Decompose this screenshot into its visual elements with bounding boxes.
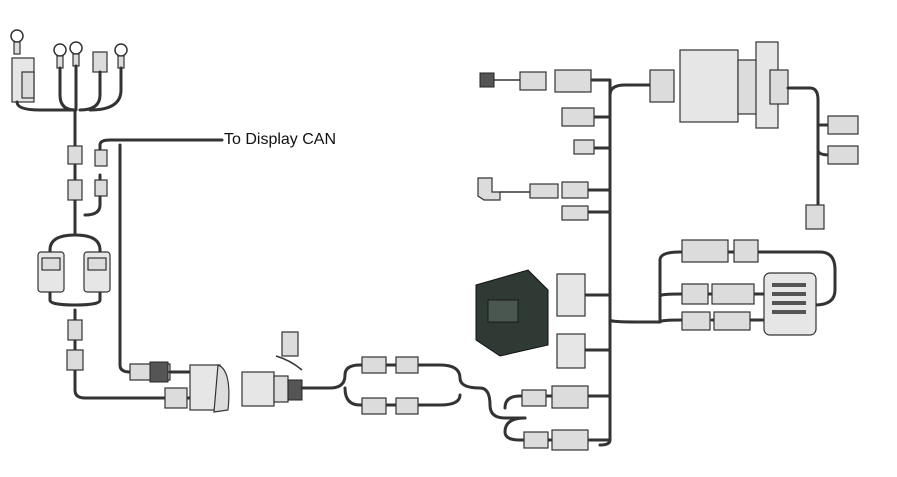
loop-connector-4 [395,397,419,415]
bottom-connector-b [551,385,589,409]
round-main-connector [241,331,303,407]
motor-side-connector-1 [827,115,859,135]
ring-terminal-2 [53,43,67,69]
center-harness [164,331,527,420]
mid-connector-b [561,181,589,199]
ring-terminal-4 [114,43,128,69]
bracket-connector [164,364,230,413]
twin-connector-right [83,251,111,293]
loop-connector-top-b [733,239,759,263]
loop-connector-3 [361,397,387,415]
angle-bracket [477,177,530,201]
display-can-label: To Display CAN [224,131,337,148]
ecu-connector-2 [556,333,586,369]
motor-connector [649,69,675,103]
right-harness [475,69,662,451]
motor-side-connector-2 [827,145,859,165]
twin-connector-left [37,251,65,293]
display-can-wire [83,138,224,374]
main-trunk-wire [73,108,167,400]
junction-module [763,272,817,336]
loop-connector-mid-a [681,283,709,305]
motor-terminal-plug [805,204,825,230]
can-connector-2 [94,179,108,197]
bottom-connector-c [523,431,549,449]
trunk-connector-3 [67,319,83,341]
trunk-connector-4 [66,349,84,371]
loop-connector-1 [361,356,387,374]
loop-connector-low-b [713,311,751,331]
ecu-connector-1 [556,273,586,317]
twin-connector-loop [48,233,102,307]
terminal-bundle-wire [15,64,123,112]
loop-connector-top-a [681,239,729,263]
loop-connector-low-a [681,311,711,331]
controller-module [475,269,549,357]
loop-connector-2 [395,356,419,374]
can-connector-1 [94,149,108,167]
mid-connector-c [561,205,589,221]
mid-connector-a [529,183,559,199]
right-loop-wire [658,250,837,324]
trunk-connector-1 [67,145,83,165]
relay-block [11,57,35,103]
motor-flange [737,59,759,115]
top-right-assembly [649,41,859,230]
loop-connector-mid-b [711,283,755,305]
top-connector-b [554,69,592,93]
right-loop-assembly [658,239,837,336]
top-branch-wire [583,78,662,352]
bottom-connector-d [551,429,589,451]
small-plug [281,331,299,357]
motor-plug [769,69,789,105]
sensor-pigtail [479,72,520,88]
motor-body [679,49,739,123]
top-connector-d [573,139,595,155]
bottom-connector-a [521,389,547,407]
top-connector-c [561,107,595,127]
inline-connector-can [129,361,171,383]
left-harness [10,29,224,400]
trunk-connector-2 [67,179,83,201]
fuse-holder [92,51,108,73]
top-connector-a [519,71,547,91]
ring-terminal-1 [10,29,24,55]
motor-output-wire [786,86,832,207]
ring-terminal-3 [69,41,83,67]
right-trunk-wire [503,93,612,447]
